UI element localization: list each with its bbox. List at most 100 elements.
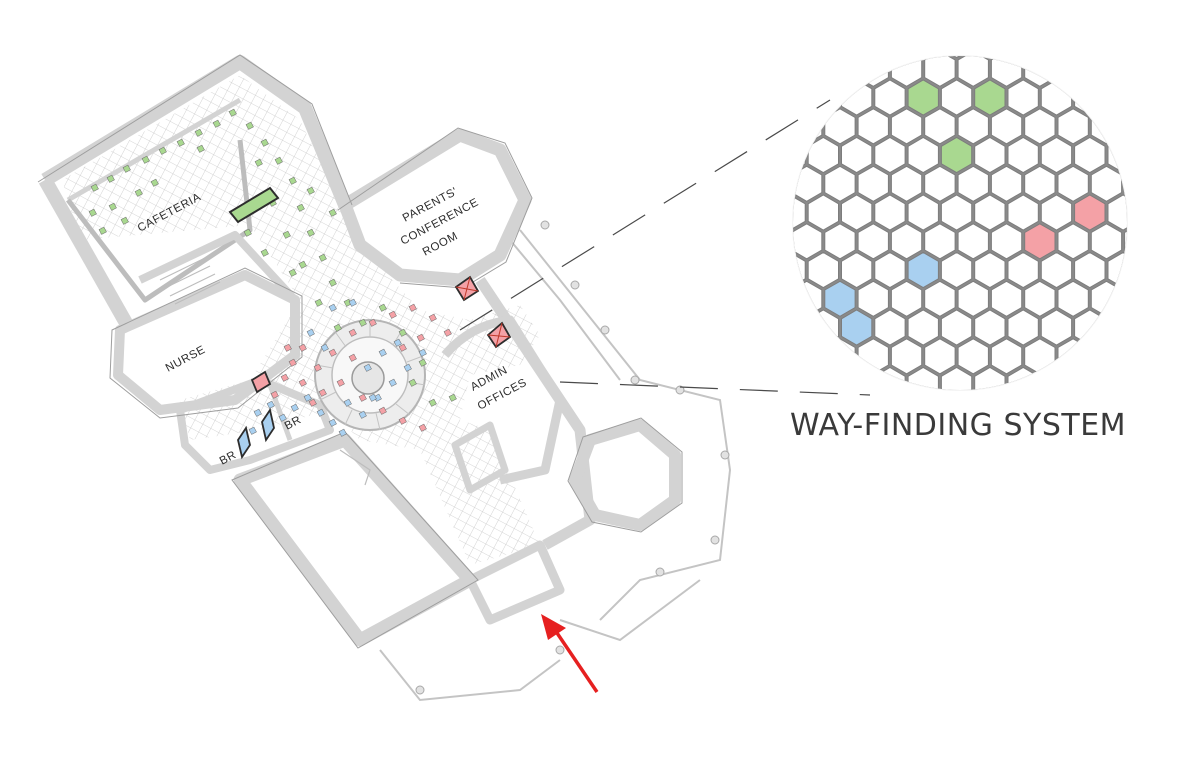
- green-guide-tile: [306, 186, 315, 195]
- white-hex-tile: [807, 79, 839, 116]
- white-hex-tile: [1124, 338, 1127, 375]
- white-hex-tile: [1057, 280, 1089, 317]
- white-hex-tile: [1191, 339, 1200, 374]
- white-hex-tile: [1007, 56, 1039, 59]
- white-hex-tile: [1141, 80, 1171, 115]
- green-guide-tile: [245, 121, 254, 130]
- green-guide-tile: [288, 268, 297, 277]
- white-hex-tile: [957, 338, 989, 375]
- green-guide-tile: [333, 323, 342, 332]
- white-hex-tile: [1175, 195, 1200, 230]
- red-hex-tile: [1024, 223, 1056, 260]
- green-guide-tile: [314, 298, 323, 307]
- white-hex-tile: [1141, 138, 1171, 173]
- green-guide-tile: [212, 119, 221, 128]
- white-hex-tile: [1175, 80, 1200, 115]
- building-walls: [38, 55, 681, 647]
- white-hex-tile: [991, 454, 1021, 489]
- red-guide-tile: [270, 390, 279, 399]
- white-hex-tile: [1107, 309, 1127, 346]
- white-hex-tile: [841, 366, 873, 390]
- white-hex-tile: [907, 194, 939, 231]
- green-hex-tile: [907, 79, 939, 116]
- white-hex-tile: [1040, 194, 1073, 231]
- white-hex-tile: [807, 194, 839, 231]
- white-hex-tile: [792, 454, 822, 489]
- white-hex-tile: [1074, 56, 1106, 59]
- red-guide-tile: [288, 358, 297, 367]
- white-hex-tile: [793, 136, 806, 174]
- white-hex-tile: [857, 280, 889, 317]
- green-guide-tile: [108, 202, 117, 211]
- blue-sign-icon: [237, 407, 275, 460]
- blue-guide-tile: [338, 428, 347, 437]
- white-hex-tile: [1141, 23, 1171, 58]
- white-hex-tile: [1175, 253, 1200, 288]
- white-hex-tile: [1124, 108, 1127, 145]
- white-hex-tile: [924, 223, 956, 260]
- green-guide-tile: [428, 398, 437, 407]
- white-hex-tile: [874, 309, 906, 346]
- white-hex-tile: [1175, 310, 1200, 345]
- white-hex-tile: [940, 366, 973, 390]
- white-hex-tile: [824, 165, 856, 202]
- white-hex-tile: [1057, 165, 1089, 202]
- green-guide-tile: [120, 216, 129, 225]
- white-hex-tile: [1007, 79, 1039, 116]
- white-hex-tile: [990, 223, 1023, 260]
- white-hex-tile: [1191, 224, 1200, 259]
- green-guide-tile: [260, 248, 269, 257]
- green-hex-tile: [974, 79, 1006, 116]
- red-guide-tile: [398, 416, 407, 425]
- green-guide-tile: [328, 208, 337, 217]
- white-hex-tile: [825, 454, 855, 489]
- white-hex-tile: [1191, 454, 1200, 489]
- blue-guide-tile: [363, 363, 372, 372]
- white-hex-tile: [841, 194, 873, 231]
- white-hex-tile: [940, 79, 973, 116]
- blue-guide-tile: [358, 410, 367, 419]
- white-hex-tile: [1191, 281, 1200, 316]
- white-hex-tile: [1175, 368, 1200, 403]
- white-hex-tile: [974, 309, 1006, 346]
- white-hex-tile: [907, 136, 939, 174]
- green-guide-tile: [106, 174, 115, 183]
- white-hex-tile: [1125, 454, 1155, 489]
- white-hex-tile: [793, 56, 823, 87]
- blue-guide-tile: [378, 348, 387, 357]
- green-guide-tile: [296, 203, 305, 212]
- blue-guide-tile: [403, 363, 412, 372]
- stair-block: [159, 257, 371, 486]
- white-hex-tile: [1040, 366, 1073, 390]
- white-hex-tile: [907, 309, 939, 346]
- blue-guide-tile: [316, 408, 325, 417]
- red-guide-tile: [298, 378, 307, 387]
- white-hex-tile: [1040, 136, 1073, 174]
- white-hex-tile: [793, 56, 806, 59]
- red-guide-tile: [368, 318, 377, 327]
- white-hex-tile: [1158, 339, 1188, 374]
- white-hex-tile: [824, 56, 856, 87]
- white-hex-tile: [807, 366, 839, 390]
- white-hex-tile: [1107, 56, 1127, 59]
- red-guide-tile: [418, 423, 427, 432]
- white-hex-tile: [1024, 108, 1056, 145]
- white-hex-tile: [874, 79, 906, 116]
- white-hex-tile: [1125, 396, 1155, 431]
- blue-guide-tile: [306, 328, 315, 337]
- blue-guide-tile: [393, 338, 402, 347]
- white-hex-tile: [874, 56, 906, 59]
- green-guide-tile: [88, 208, 97, 217]
- blue-guide-tile: [328, 303, 337, 312]
- white-hex-tile: [957, 56, 989, 87]
- white-hex-tile: [925, 454, 955, 489]
- white-hex-tile: [1124, 280, 1127, 317]
- white-hex-tile: [1007, 309, 1039, 346]
- white-hex-tile: [974, 136, 1006, 174]
- white-hex-tile: [1158, 454, 1188, 489]
- blue-guide-tile: [368, 393, 377, 402]
- white-hex-tile: [940, 56, 973, 59]
- white-hex-tile: [1158, 166, 1188, 201]
